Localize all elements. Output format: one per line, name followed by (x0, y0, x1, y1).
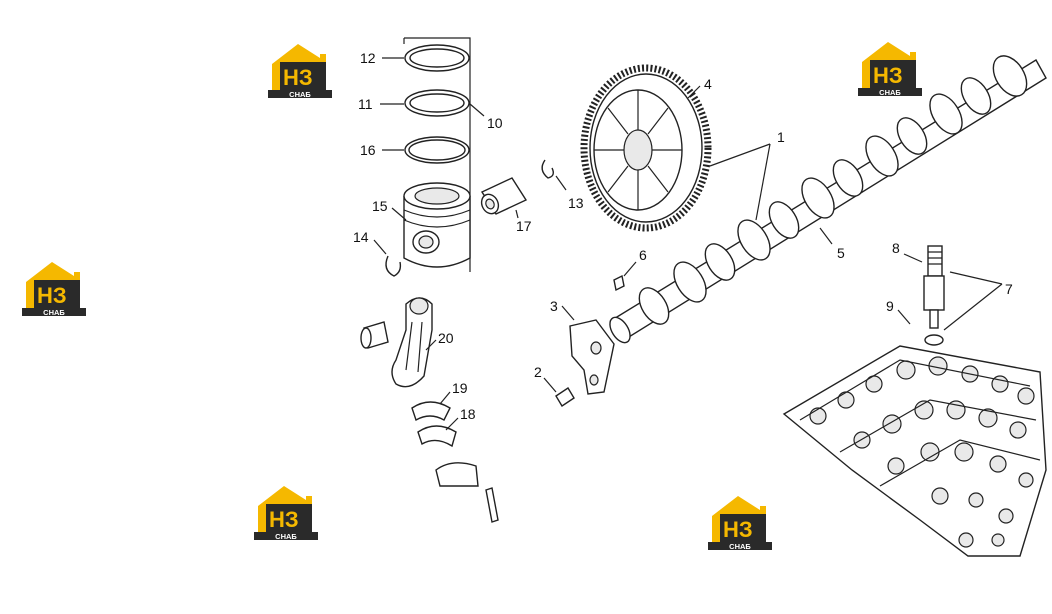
sealing-washer (924, 334, 944, 346)
svg-text:СНАБ: СНАБ (275, 532, 297, 540)
leader-lines (373, 57, 1003, 431)
bolt-2 (555, 387, 575, 407)
callout-19: 19 (452, 380, 468, 396)
brand-logo-watermark: НЗ СНАБ (858, 42, 922, 96)
callout-4: 4 (704, 76, 712, 92)
svg-text:НЗ: НЗ (873, 63, 903, 88)
key-6 (613, 274, 625, 292)
callout-18: 18 (460, 406, 476, 422)
callout-2: 2 (534, 364, 542, 380)
bearing-shell-19 (411, 401, 451, 422)
snap-ring-13 (541, 159, 555, 179)
piston-ring-group (385, 37, 555, 277)
svg-text:СНАБ: СНАБ (879, 88, 901, 96)
callout-14: 14 (353, 229, 369, 245)
callout-16: 16 (360, 142, 376, 158)
svg-text:СНАБ: СНАБ (43, 308, 65, 316)
callout-labels: 1 2 3 4 5 6 7 8 9 10 11 12 13 14 15 16 1… (353, 50, 1013, 422)
svg-text:СНАБ: СНАБ (729, 542, 751, 550)
callout-13: 13 (568, 195, 584, 211)
bearing-shell-18 (417, 425, 457, 448)
svg-text:НЗ: НЗ (269, 507, 299, 532)
callout-6: 6 (639, 247, 647, 263)
callout-15: 15 (372, 198, 388, 214)
camshaft (609, 55, 1047, 344)
connecting-rod-group (360, 297, 499, 523)
timing-gear (580, 64, 712, 232)
callout-1: 1 (777, 129, 785, 145)
brand-logo-watermark: НЗ СНАБ (708, 496, 772, 550)
callout-12: 12 (360, 50, 376, 66)
piston (403, 182, 471, 268)
callout-8: 8 (892, 240, 900, 256)
svg-text:СНАБ: СНАБ (289, 90, 311, 98)
brand-logo-watermark: НЗ СНАБ (22, 262, 86, 316)
rod-bolt (485, 487, 499, 523)
callout-7: 7 (1005, 281, 1013, 297)
rod-cap (435, 462, 479, 487)
snap-ring-14 (385, 255, 402, 277)
cylinder-head (782, 345, 1047, 557)
callout-9: 9 (886, 298, 894, 314)
callout-10: 10 (487, 115, 503, 131)
callout-5: 5 (837, 245, 845, 261)
callout-3: 3 (550, 298, 558, 314)
brand-logo-watermark: НЗ СНАБ (268, 44, 332, 98)
callout-11: 11 (358, 96, 373, 112)
svg-text:НЗ: НЗ (723, 517, 753, 542)
callout-20: 20 (438, 330, 454, 346)
injector (923, 245, 945, 329)
piston-pin (480, 177, 528, 215)
callout-17: 17 (516, 218, 532, 234)
brand-logo-watermark: НЗ СНАБ (254, 486, 318, 540)
thrust-plate-3 (569, 319, 615, 395)
svg-text:НЗ: НЗ (37, 283, 67, 308)
svg-text:НЗ: НЗ (283, 65, 313, 90)
